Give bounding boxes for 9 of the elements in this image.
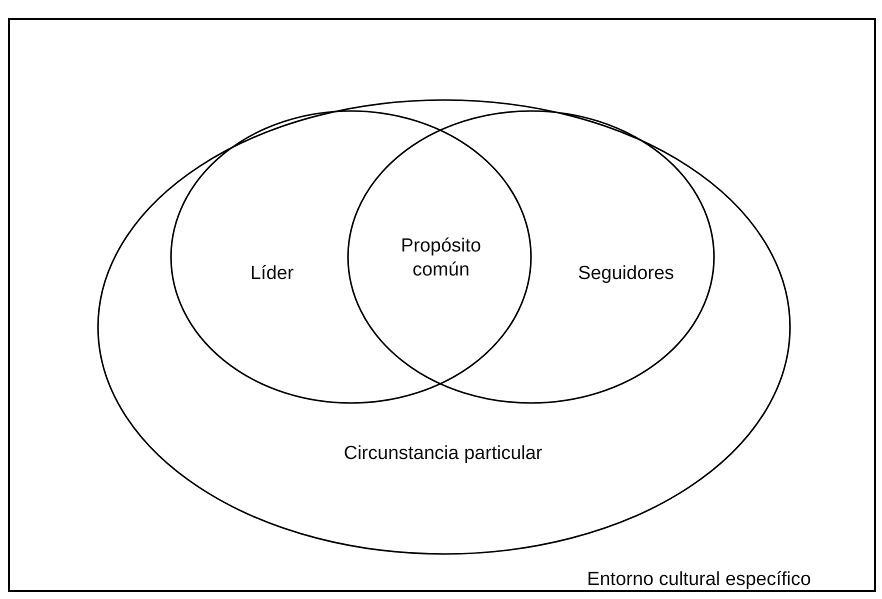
frame-border	[8, 18, 876, 592]
outer-ellipse	[97, 99, 791, 555]
region-label: Entorno cultural específico	[587, 568, 811, 592]
overlap-label: Propósito común	[400, 234, 482, 282]
region-label: Circunstancia particular	[344, 442, 542, 466]
right-circle	[347, 110, 715, 404]
circle-label: Seguidores	[578, 262, 674, 286]
left-circle	[170, 110, 532, 404]
circle-label: Líder	[250, 262, 294, 286]
